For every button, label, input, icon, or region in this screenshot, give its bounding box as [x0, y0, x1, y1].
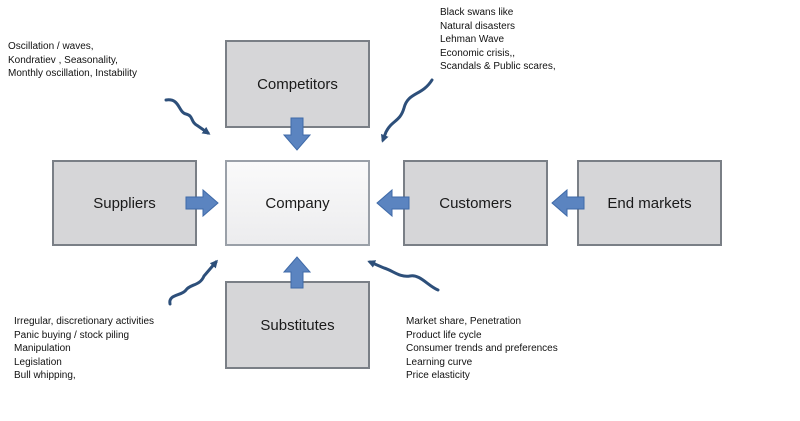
note-bottom-right: Market share, Penetration Product life c…	[406, 315, 558, 383]
note-line: Economic crisis,,	[440, 47, 516, 59]
note-line: Natural disasters	[440, 20, 516, 32]
arrow-substitutes-to-company	[282, 256, 312, 289]
customers-box: Customers	[403, 160, 548, 246]
squiggle-bottom-left	[168, 259, 218, 306]
note-line: Lehman Wave	[440, 34, 505, 45]
squiggle-top-right	[381, 78, 434, 143]
end-markets-box: End markets	[577, 160, 722, 246]
competitors-box: Competitors	[225, 40, 370, 128]
competitors-label: Competitors	[257, 75, 338, 93]
note-line: Learning curve	[406, 356, 473, 368]
note-line: Scandals & Public scares,	[440, 61, 556, 72]
note-line: Market share, Penetration	[406, 316, 522, 327]
substitutes-box: Substitutes	[225, 281, 370, 369]
squiggle-bottom-right	[367, 260, 440, 292]
note-line: Product life cycle	[406, 329, 482, 341]
suppliers-label: Suppliers	[93, 194, 156, 212]
suppliers-box: Suppliers	[52, 160, 197, 246]
customers-label: Customers	[439, 194, 512, 212]
note-line: Manipulation	[14, 343, 71, 354]
note-top-right: Black swans like Natural disasters Lehma…	[440, 6, 556, 74]
arrow-endmarkets-to-customers	[551, 188, 585, 218]
note-line: Consumer trends and preferences	[406, 343, 558, 354]
company-label: Company	[265, 194, 330, 212]
squiggle-top-left	[164, 98, 211, 135]
note-line: Kondratiev , Seasonality,	[8, 54, 118, 66]
arrow-customers-to-company	[376, 188, 410, 218]
note-top-left: Oscillation / waves, Kondratiev , Season…	[8, 40, 137, 81]
note-line: Monthly oscillation, Instability	[8, 68, 137, 79]
company-box: Company	[225, 160, 370, 246]
substitutes-label: Substitutes	[260, 316, 335, 334]
arrow-suppliers-to-company	[185, 188, 219, 218]
note-line: Panic buying / stock piling	[14, 329, 130, 341]
note-line: Irregular, discretionary activities	[14, 316, 155, 327]
end-markets-label: End markets	[607, 194, 692, 212]
note-line: Black swans like	[440, 7, 514, 18]
arrow-competitors-to-company	[282, 117, 312, 151]
note-line: Price elasticity	[406, 370, 470, 381]
note-line: Bull whipping,	[14, 370, 76, 381]
note-line: Oscillation / waves,	[8, 41, 94, 52]
note-bottom-left: Irregular, discretionary activities Pani…	[14, 315, 154, 383]
note-line: Legislation	[14, 356, 62, 368]
